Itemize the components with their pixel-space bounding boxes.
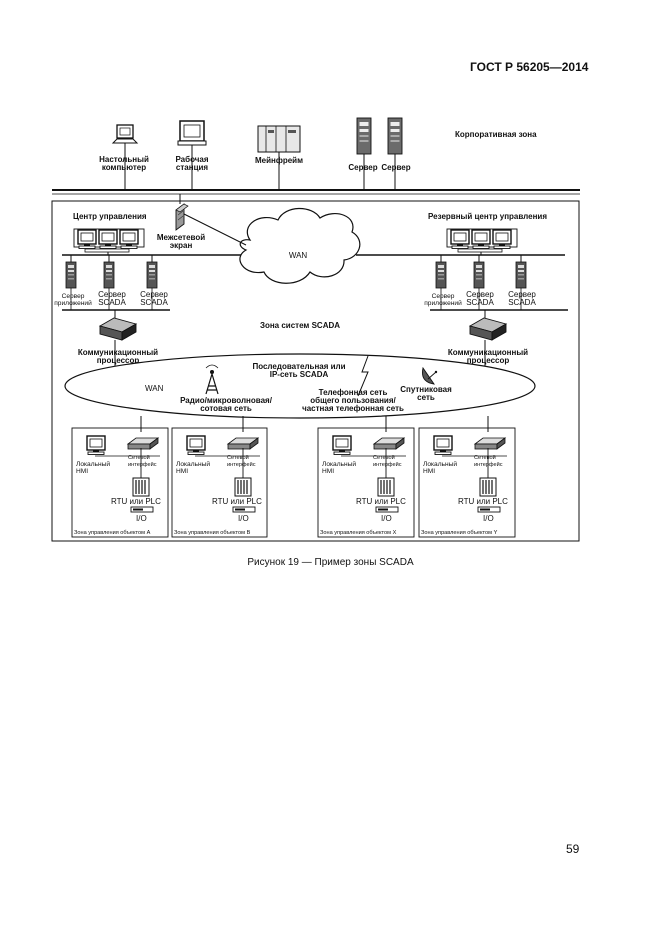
svg-text:Зона управления объектом Y: Зона управления объектом Y: [421, 530, 498, 536]
svg-text:Зона управления объектом X: Зона управления объектом X: [320, 530, 397, 536]
svg-text:I/O: I/O: [136, 514, 147, 523]
control-scada-server-2-icon: [146, 255, 158, 289]
comm-processor-left-icon: [99, 310, 137, 368]
svg-text:RTU или PLC: RTU или PLC: [212, 497, 262, 506]
svg-text:I/O: I/O: [381, 514, 392, 523]
backup-center-monitors: [446, 228, 518, 253]
backup-center-label: Резервный центр управления: [428, 212, 547, 221]
wan-top-label: WAN: [289, 251, 308, 260]
backup-scada-server-2-icon: [515, 255, 527, 289]
desktop-computer-icon: [111, 124, 139, 190]
backup-scada-server-1-icon: [473, 255, 485, 289]
svg-text:I/O: I/O: [483, 514, 494, 523]
control-scada-server-1-icon: [103, 255, 115, 289]
radio-tower-icon: [205, 364, 219, 395]
scada-zone-label: Зона систем SCADA: [260, 321, 340, 330]
control-center-label: Центр управления: [73, 212, 147, 221]
svg-text:Зона управления объектом A: Зона управления объектом A: [74, 530, 151, 536]
wan-cloud-top: [239, 207, 361, 284]
mainframe-icon: [257, 125, 301, 190]
radio-network-label: Радио/микроволновая/сотовая сеть: [180, 396, 273, 413]
control-app-server-icon: [65, 255, 77, 289]
document-header: ГОСТ Р 56205—2014: [470, 60, 589, 74]
svg-text:I/O: I/O: [238, 514, 249, 523]
svg-text:RTU или PLC: RTU или PLC: [458, 497, 508, 506]
satellite-dish-icon: [422, 366, 438, 385]
comm-processor-right-icon: [469, 310, 507, 368]
svg-text:RTU или PLC: RTU или PLC: [356, 497, 406, 506]
corporate-server-1-label: Сервер: [348, 163, 377, 172]
workstation-icon: [177, 120, 207, 190]
scada-zone-box: [51, 200, 580, 542]
wan-ellipse: [64, 353, 536, 419]
corporate-server-2-icon: [387, 117, 403, 190]
corporate-server-2-label: Сервер: [381, 163, 410, 172]
firewall-icon: [175, 194, 189, 231]
corporate-server-1-icon: [356, 117, 372, 190]
corporate-zone-label: Корпоративная зона: [455, 130, 537, 139]
mainframe-label: Мейнфрейм: [255, 156, 303, 165]
page-number: 59: [566, 842, 580, 856]
wan-label: WAN: [145, 384, 164, 393]
svg-text:RTU или PLC: RTU или PLC: [111, 497, 161, 506]
figure-caption: Рисунок 19 — Пример зоны SCADA: [247, 557, 414, 568]
svg-text:Зона управления объектом B: Зона управления объектом B: [174, 530, 251, 536]
backup-app-server-icon: [435, 255, 447, 289]
lightning-icon: [357, 355, 369, 397]
control-center-monitors: [73, 228, 145, 253]
